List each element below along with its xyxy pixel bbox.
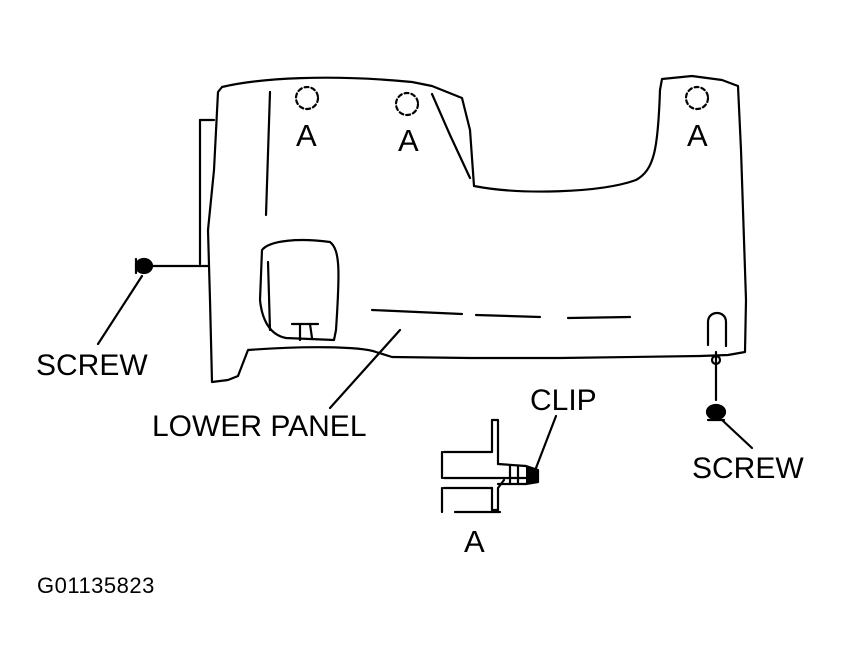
screw-right-hole [710, 354, 722, 366]
clip-location-marker-icon [684, 85, 710, 111]
panel-cutout-inner [266, 260, 272, 332]
screw-icon [134, 257, 154, 275]
panel-cutout-tab [290, 322, 320, 342]
clip-point-label: A [296, 118, 318, 153]
panel-ridge [370, 308, 464, 316]
clip-point-label: A [687, 118, 709, 153]
panel-fold-left [264, 90, 272, 217]
clip-label: CLIP [530, 384, 597, 417]
clip-icon [524, 464, 540, 486]
panel-cutout [258, 238, 340, 342]
screw-right-label: SCREW [692, 452, 804, 485]
lower-panel-outline [206, 74, 748, 384]
panel-fold-top [430, 92, 472, 180]
screw-icon [705, 403, 727, 422]
clip-point-label: A [398, 123, 420, 158]
panel-ridge-2 [474, 313, 542, 319]
screw-left-leader [96, 274, 144, 346]
lower-panel-leader [328, 328, 402, 410]
screw-left-label: SCREW [36, 349, 148, 382]
clip-leader [534, 414, 558, 470]
detail-label: A [464, 524, 486, 559]
clip-detail [440, 418, 540, 514]
lower-panel-label: LOWER PANEL [152, 410, 367, 443]
panel-slot-right [706, 311, 728, 348]
clip-location-marker-icon [394, 91, 420, 117]
clip-location-marker-icon [294, 85, 320, 111]
screw-right-leader [720, 418, 754, 450]
figure-code: G01135823 [37, 573, 155, 598]
panel-ridge-3 [566, 315, 632, 320]
